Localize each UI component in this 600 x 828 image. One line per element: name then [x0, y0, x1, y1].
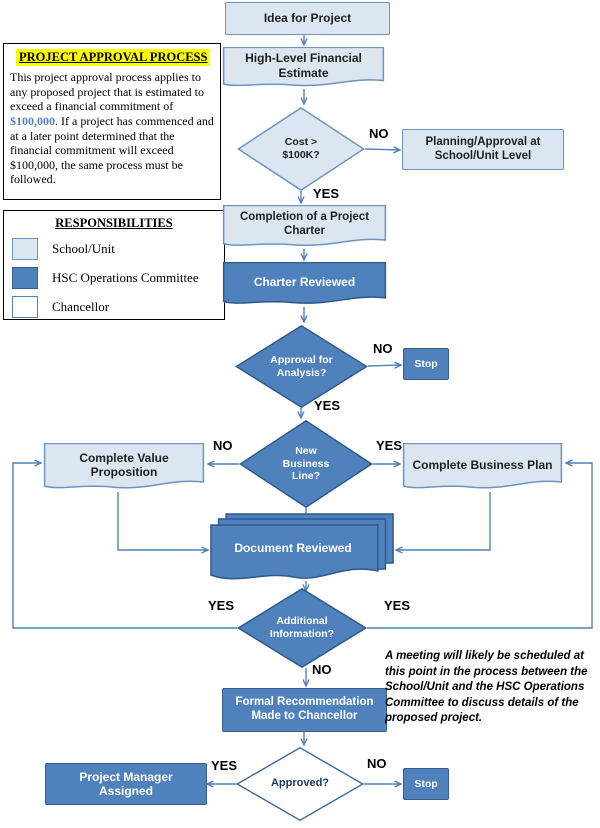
info-box-title: PROJECT APPROVAL PROCESS: [16, 49, 211, 66]
school-unit-swatch: [12, 238, 38, 260]
document-shape: [43, 443, 205, 493]
document-shape: [222, 262, 387, 308]
node-stop-analysis: Stop: [403, 348, 449, 380]
node-label: New Business Line?: [282, 445, 330, 483]
node-label: Complete Business Plan: [412, 457, 553, 472]
legend-item-label: School/Unit: [52, 241, 115, 256]
edge-label-yes-cost: YES: [313, 186, 340, 201]
edge-label-yes-approved: YES: [211, 758, 238, 773]
node-complete-business-plan: Complete Business Plan: [402, 443, 563, 493]
node-project-manager-assigned: Project Manager Assigned: [45, 763, 207, 805]
node-label: Formal Recommendation Made to Chancellor: [235, 696, 374, 722]
node-idea-for-project: Idea for Project: [225, 2, 390, 35]
meeting-note: A meeting will likely be scheduled at th…: [385, 650, 588, 725]
node-label: Additional Information?: [269, 615, 335, 640]
document-shape: [402, 443, 563, 493]
legend-title: RESPONSIBILITIES: [55, 216, 173, 230]
hsc-committee-swatch: [12, 267, 38, 289]
node-label: Cost > $100K?: [282, 136, 320, 161]
node-label: Stop: [414, 777, 438, 790]
info-body-after: . If a project has commenced and at a la…: [10, 113, 214, 187]
node-new-business-line-decision: New Business Line?: [239, 420, 373, 508]
node-label: Project Manager Assigned: [79, 769, 173, 798]
node-formal-recommendation-chancellor: Formal Recommendation Made to Chancellor: [222, 688, 387, 732]
edge-label-yes-addinfo-left: YES: [208, 598, 235, 613]
edge-label-yes-addinfo-right: YES: [384, 598, 411, 613]
node-label: Approved?: [270, 777, 330, 790]
info-box: PROJECT APPROVAL PROCESS This project ap…: [3, 43, 221, 200]
diamond-shape: [236, 747, 364, 821]
amount-highlight: $100,000: [10, 113, 55, 128]
node-label: Completion of a Project Charter: [239, 210, 370, 237]
edge-label-no-approved: NO: [367, 756, 387, 771]
legend-box: RESPONSIBILITIES School/Unit HSC Operati…: [3, 210, 225, 320]
legend-item-chancellor: Chancellor: [12, 296, 216, 318]
node-approved-decision: Approved?: [236, 747, 364, 821]
info-box-body: This project approval process applies to…: [10, 70, 214, 187]
node-label: Idea for Project: [263, 11, 352, 26]
node-label: Complete Value Proposition: [79, 450, 169, 479]
edge-label-no-addinfo: NO: [312, 662, 332, 677]
node-approval-for-analysis-decision: Approval for Analysis?: [235, 325, 368, 408]
edge-label-yes-nbl: YES: [376, 438, 403, 453]
legend-item-label: Chancellor: [52, 299, 110, 314]
node-label: Planning/Approval at School/Unit Level: [425, 135, 541, 162]
node-additional-information-decision: Additional Information?: [237, 588, 367, 668]
node-complete-value-proposition: Complete Value Proposition: [43, 443, 205, 493]
node-completion-project-charter: Completion of a Project Charter: [222, 205, 387, 250]
multidocument-shape: [210, 513, 394, 583]
node-planning-approval-school-unit: Planning/Approval at School/Unit Level: [402, 129, 564, 170]
edge-label-yes-approval: YES: [314, 398, 341, 413]
node-label: Stop: [414, 357, 438, 370]
node-label: Charter Reviewed: [253, 274, 356, 289]
info-body-before: This project approval process applies to…: [10, 70, 204, 114]
diamond-shape: [237, 588, 367, 668]
legend-item-label: HSC Operations Committee: [52, 270, 199, 285]
node-document-reviewed: Document Reviewed: [210, 513, 394, 583]
document-shape: [222, 205, 387, 250]
diamond-shape: [237, 107, 365, 191]
chancellor-swatch: [12, 296, 38, 318]
legend-item-school-unit: School/Unit: [12, 238, 216, 260]
node-label: Approval for Analysis?: [270, 353, 333, 379]
document-shape: [222, 47, 385, 90]
diamond-shape: [235, 325, 368, 408]
node-label: Document Reviewed: [234, 540, 352, 555]
node-cost-decision: Cost > $100K?: [237, 107, 365, 191]
edge-label-no-cost: NO: [369, 126, 389, 141]
node-high-level-financial-estimate: High-Level Financial Estimate: [222, 47, 385, 90]
legend-item-hsc-committee: HSC Operations Committee: [12, 267, 216, 289]
node-charter-reviewed: Charter Reviewed: [222, 262, 387, 308]
node-label: High-Level Financial Estimate: [245, 51, 362, 80]
edge-label-no-nbl: NO: [213, 438, 233, 453]
diamond-shape: [239, 420, 373, 508]
edge-label-no-approval: NO: [373, 341, 393, 356]
node-stop-final: Stop: [403, 768, 449, 800]
